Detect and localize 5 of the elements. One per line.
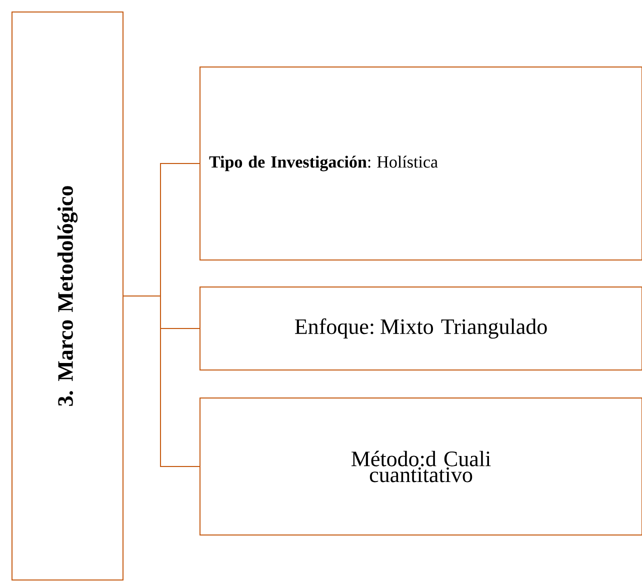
process-box: Método:d Cuali cuantitativo (200, 398, 642, 536)
process-box: Enfoque: Mixto Triangulado (200, 286, 642, 370)
process-box: Tipo de Investigación: Holística (200, 66, 642, 260)
vertical-title-box: 3. Marco Metodológico (12, 12, 124, 580)
connector (123, 296, 200, 467)
